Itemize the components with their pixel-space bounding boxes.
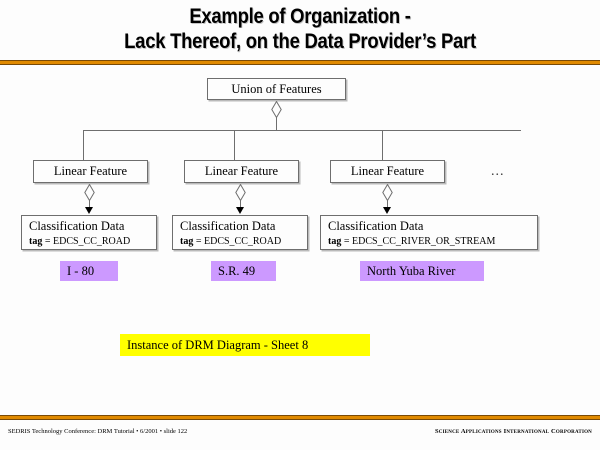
connector-branch-1 xyxy=(89,200,90,208)
node-classification-data-3-label: Classification Data xyxy=(328,219,424,233)
node-linear-feature-2-label: Linear Feature xyxy=(204,164,279,178)
connector-drop-2 xyxy=(234,130,235,161)
node-linear-feature-3-label: Linear Feature xyxy=(350,164,425,178)
node-classification-data-1[interactable]: Classification Data tag = EDCS_CC_ROAD xyxy=(21,215,157,250)
connector-drop-3 xyxy=(382,130,383,161)
title-line-2: Lack Thereof, on the Data Provider’s Par… xyxy=(124,30,476,53)
instance-callout-1[interactable]: I - 80 xyxy=(60,261,118,281)
node-union-of-features-label: Union of Features xyxy=(231,81,322,96)
attribute-value-3: EDCS_CC_RIVER_OR_STREAM xyxy=(351,236,496,247)
attribute-value-2: EDCS_CC_ROAD xyxy=(203,236,282,247)
node-classification-data-2-label: Classification Data xyxy=(180,219,276,233)
attribute-assign-3: = xyxy=(341,236,352,247)
diagram-caption[interactable]: Instance of DRM Diagram - Sheet 8 xyxy=(120,334,370,356)
title-line-1: Example of Organization - xyxy=(189,5,411,28)
instance-callout-1-label: I - 80 xyxy=(67,263,95,278)
connector-root-stem xyxy=(276,117,277,131)
header-divider xyxy=(0,60,600,66)
attribute-name-1: tag xyxy=(29,236,43,247)
arrowhead-3 xyxy=(383,207,391,214)
aggregation-diamond-3 xyxy=(382,184,393,201)
node-linear-feature-1-label: Linear Feature xyxy=(53,164,128,178)
node-union-of-features[interactable]: Union of Features xyxy=(207,78,346,100)
instance-callout-3[interactable]: North Yuba River xyxy=(360,261,484,281)
node-classification-data-2-attribute: tag = EDCS_CC_ROAD xyxy=(180,235,301,248)
footer-divider xyxy=(0,415,600,421)
aggregation-diamond-2 xyxy=(235,184,246,201)
attribute-assign-1: = xyxy=(42,236,53,247)
node-classification-data-1-label: Classification Data xyxy=(29,219,125,233)
node-classification-data-1-attribute: tag = EDCS_CC_ROAD xyxy=(29,235,150,248)
connector-branch-3 xyxy=(387,200,388,208)
attribute-assign-2: = xyxy=(193,236,204,247)
connector-branch-2 xyxy=(240,200,241,208)
ellipsis-more-branches: ... xyxy=(491,164,505,179)
footer-left-text: SEDRIS Technology Conference: DRM Tutori… xyxy=(8,428,188,435)
instance-callout-2[interactable]: S.R. 49 xyxy=(211,261,276,281)
footer-right-text: Science Applications International Corpo… xyxy=(434,428,592,435)
diagram-caption-label: Instance of DRM Diagram - Sheet 8 xyxy=(127,337,309,352)
connector-bus xyxy=(83,130,521,131)
page-title: Example of Organization - Lack Thereof, … xyxy=(0,4,600,54)
node-linear-feature-2[interactable]: Linear Feature xyxy=(184,160,299,183)
attribute-value-1: EDCS_CC_ROAD xyxy=(52,236,131,247)
node-linear-feature-1[interactable]: Linear Feature xyxy=(33,160,148,183)
attribute-name-2: tag xyxy=(180,236,194,247)
aggregation-diamond-1 xyxy=(84,184,95,201)
node-classification-data-3-attribute: tag = EDCS_CC_RIVER_OR_STREAM xyxy=(328,235,531,248)
node-linear-feature-3[interactable]: Linear Feature xyxy=(330,160,445,183)
instance-callout-3-label: North Yuba River xyxy=(367,263,456,278)
arrowhead-2 xyxy=(236,207,244,214)
node-classification-data-3[interactable]: Classification Data tag = EDCS_CC_RIVER_… xyxy=(320,215,538,250)
connector-drop-1 xyxy=(83,130,84,161)
node-classification-data-2[interactable]: Classification Data tag = EDCS_CC_ROAD xyxy=(172,215,308,250)
instance-callout-2-label: S.R. 49 xyxy=(218,263,256,278)
attribute-name-3: tag xyxy=(328,236,342,247)
aggregation-diamond-root xyxy=(271,101,282,118)
arrowhead-1 xyxy=(85,207,93,214)
